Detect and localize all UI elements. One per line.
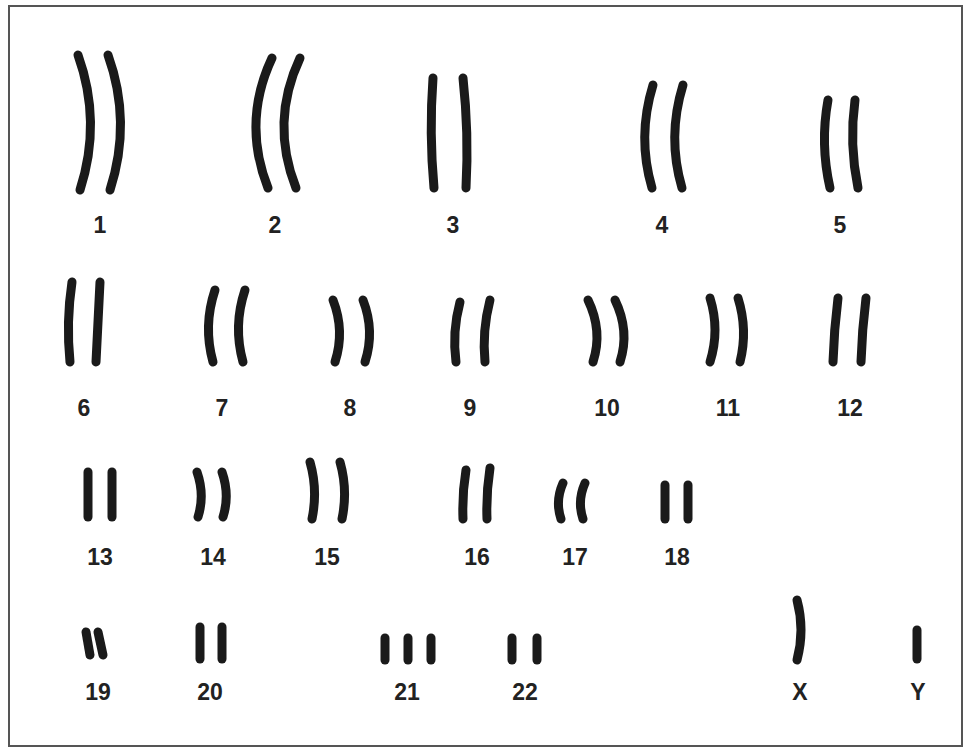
chromosome-number: 20	[197, 681, 223, 704]
chromosome-number: 8	[344, 397, 357, 420]
chromosome-number: 11	[716, 397, 740, 420]
chromosome	[197, 472, 201, 517]
chromosome-number: X	[792, 681, 807, 704]
chromosome-number: 1	[94, 214, 107, 237]
chromosome-number: 19	[85, 681, 111, 704]
chromosome-number: 6	[78, 397, 91, 420]
chromosome-number: 15	[314, 546, 340, 569]
chromosome	[558, 483, 563, 519]
chromosome	[68, 282, 72, 362]
chromosome	[96, 282, 100, 362]
chromosome	[508, 638, 517, 660]
chromosome	[861, 298, 866, 362]
chromosome-number: Y	[910, 681, 925, 704]
chromosome	[684, 485, 693, 519]
chromosome-number: 5	[834, 214, 847, 237]
chromosome	[833, 298, 838, 362]
chromosome-number: 7	[216, 397, 229, 420]
chromosome	[615, 300, 624, 362]
chromosome	[333, 300, 340, 362]
chromosome	[404, 638, 413, 660]
chromosome-number: 4	[656, 214, 669, 237]
chromosome-number: 16	[464, 546, 490, 569]
chromosome-number: 17	[562, 546, 588, 569]
chromosome	[463, 78, 467, 188]
chromosome	[86, 632, 90, 655]
chromosome-number: 9	[464, 397, 477, 420]
chromosome	[913, 630, 922, 659]
chromosome	[431, 78, 434, 188]
chromosome	[108, 55, 121, 190]
chromosome-number: 13	[87, 546, 113, 569]
chromosome	[824, 100, 830, 188]
chromosome	[256, 58, 272, 188]
chromosome-number: 18	[664, 546, 690, 569]
chromosome	[238, 290, 245, 362]
chromosome	[381, 638, 390, 660]
chromosome-number: 2	[269, 214, 282, 237]
chromosome	[208, 290, 215, 362]
chromosome	[853, 100, 858, 188]
chromosome	[738, 298, 744, 362]
chromosome	[98, 632, 103, 655]
chromosome	[463, 470, 466, 519]
chromosome	[78, 55, 91, 190]
chromosome	[710, 298, 715, 362]
chromosome	[84, 472, 93, 517]
chromosome	[222, 472, 226, 517]
chromosome	[675, 85, 683, 188]
chromosome	[340, 462, 345, 519]
chromosome	[484, 300, 490, 362]
chromosome-number: 14	[200, 546, 226, 569]
chromosome	[108, 472, 117, 517]
chromosome	[455, 302, 460, 362]
chromosome	[645, 85, 653, 188]
chromosome-number: 10	[594, 397, 620, 420]
chromosome-number: 22	[512, 681, 538, 704]
chromosome	[661, 485, 670, 519]
chromosome-number: 12	[837, 397, 863, 420]
chromosome	[363, 300, 370, 362]
chromosome	[580, 483, 585, 519]
panel-border	[8, 5, 963, 747]
chromosome	[284, 58, 300, 188]
chromosome	[427, 638, 436, 660]
chromosome	[797, 600, 801, 660]
chromosome	[218, 627, 227, 659]
chromosome	[533, 638, 542, 660]
chromosome	[588, 300, 597, 362]
chromosome-number: 3	[447, 214, 460, 237]
chromosome	[487, 468, 490, 519]
chromosome	[196, 627, 205, 659]
chromosome-number: 21	[394, 681, 420, 704]
chromosome	[310, 462, 315, 519]
